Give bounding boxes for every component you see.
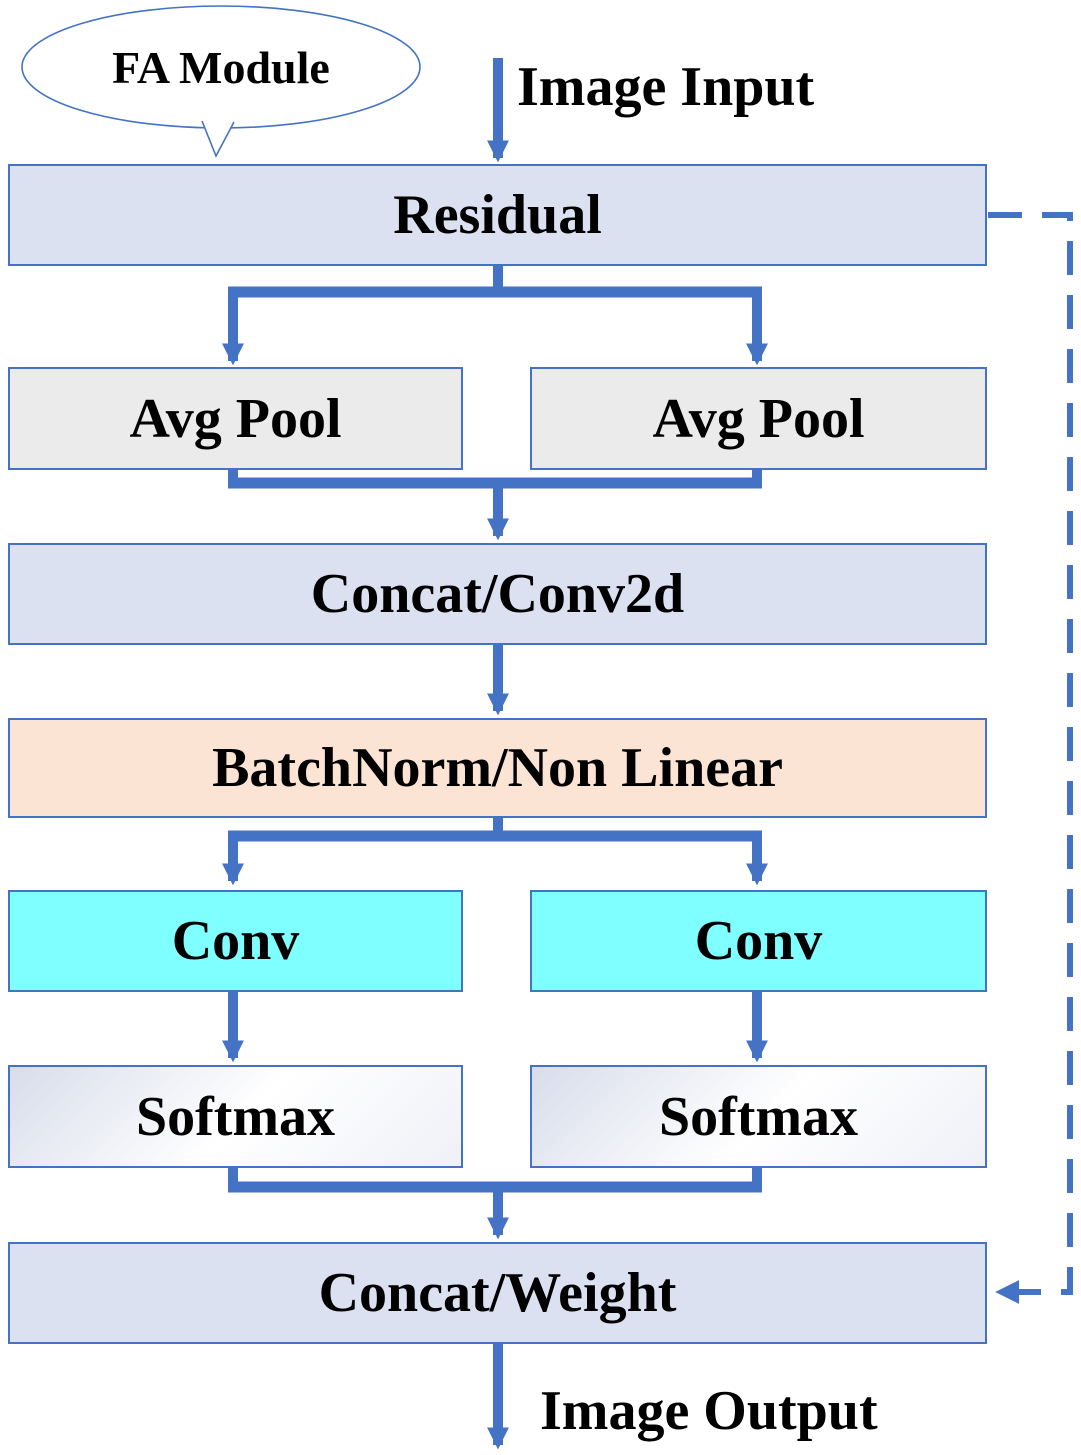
node-concat-weight-label: Concat/Weight — [318, 1262, 677, 1324]
node-avg-pool-left: Avg Pool — [8, 367, 463, 470]
node-softmax-left: Softmax — [8, 1065, 463, 1168]
image-output-label: Image Output — [540, 1380, 878, 1442]
dashed-skip-connection — [988, 212, 1073, 1304]
node-conv-left: Conv — [8, 890, 463, 992]
image-input-label: Image Input — [517, 56, 815, 118]
node-residual-label: Residual — [393, 184, 602, 246]
node-concat-weight: Concat/Weight — [8, 1242, 987, 1344]
node-concat-conv2d-label: Concat/Conv2d — [310, 563, 685, 625]
node-avg-pool-left-label: Avg Pool — [129, 387, 342, 450]
node-conv-right: Conv — [530, 890, 987, 992]
fa-module-callout-tail — [198, 114, 238, 156]
node-avg-pool-right-label: Avg Pool — [652, 387, 865, 450]
fa-module-callout-label: FA Module — [112, 41, 330, 93]
node-softmax-right-label: Softmax — [658, 1085, 859, 1148]
node-batchnorm-nonlinear-label: BatchNorm/Non Linear — [212, 737, 783, 799]
node-batchnorm-nonlinear: BatchNorm/Non Linear — [8, 718, 987, 818]
node-residual: Residual — [8, 164, 987, 266]
fa-module-callout-tail-outline — [201, 120, 235, 158]
node-softmax-right: Softmax — [530, 1065, 987, 1168]
node-avg-pool-right: Avg Pool — [530, 367, 987, 470]
node-concat-conv2d: Concat/Conv2d — [8, 543, 987, 645]
node-softmax-left-label: Softmax — [135, 1085, 336, 1148]
node-conv-right-label: Conv — [694, 910, 823, 972]
node-conv-left-label: Conv — [171, 910, 300, 972]
